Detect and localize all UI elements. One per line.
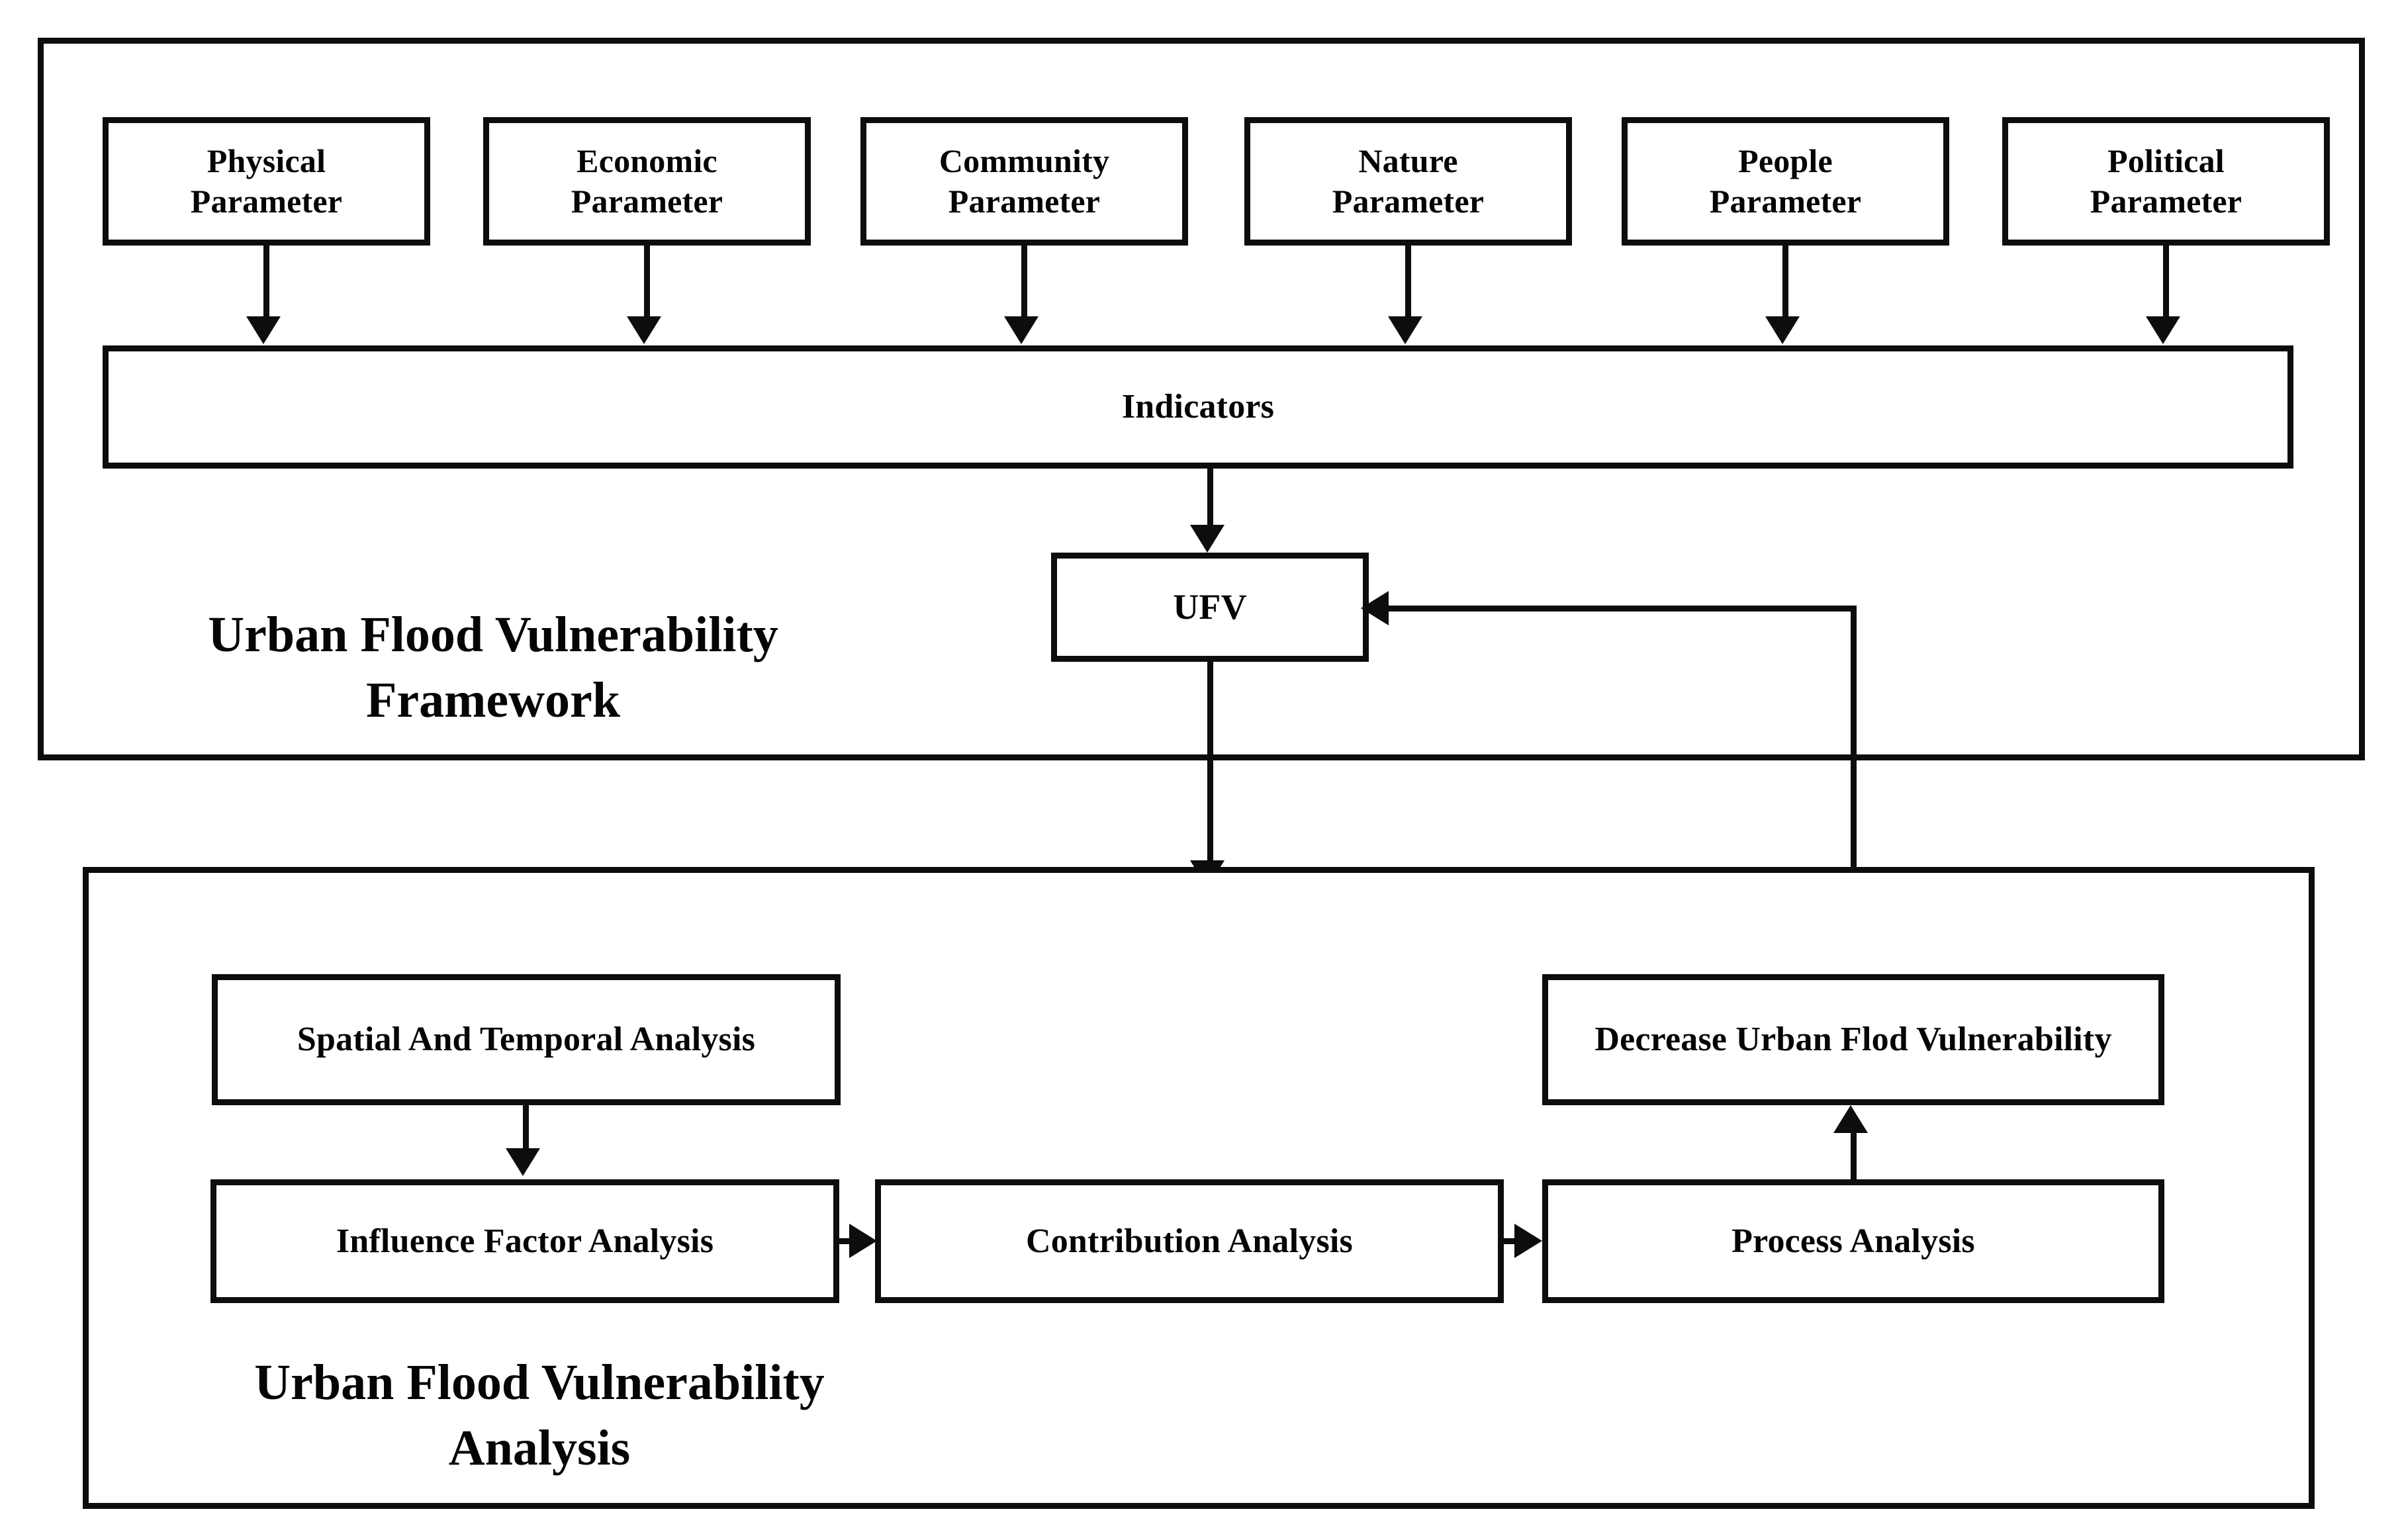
arrowhead-economic-to-indicators: [627, 316, 661, 344]
parameter-box-community[interactable]: Community Parameter: [860, 117, 1188, 246]
connector-nature-to-indicators: [1405, 246, 1411, 318]
connector-spatial-to-influence: [523, 1105, 529, 1150]
connector-feedback-horizontal: [1387, 606, 1857, 611]
parameter-label: Physical Parameter: [190, 142, 343, 220]
parameter-label: Community Parameter: [939, 142, 1110, 220]
arrowhead-influence-to-contribution: [849, 1224, 877, 1258]
arrowhead-contribution-to-process: [1514, 1224, 1542, 1258]
process-analysis-label: Process Analysis: [1731, 1222, 1975, 1260]
connector-process-to-decrease: [1851, 1133, 1857, 1179]
arrowhead-indicators-to-ufv: [1190, 525, 1224, 553]
connector-physical-to-indicators: [263, 246, 269, 318]
ufv-box[interactable]: UFV: [1051, 553, 1369, 662]
connector-political-to-indicators: [2163, 246, 2169, 318]
connector-indicators-to-ufv: [1207, 469, 1213, 527]
contribution-analysis-box[interactable]: Contribution Analysis: [875, 1179, 1504, 1303]
indicators-bar[interactable]: Indicators: [103, 345, 2293, 469]
connector-community-to-indicators: [1021, 246, 1027, 318]
connector-feedback-vertical: [1851, 606, 1857, 977]
arrowhead-nature-to-indicators: [1388, 316, 1422, 344]
connector-people-to-indicators: [1782, 246, 1788, 318]
arrowhead-physical-to-indicators: [246, 316, 281, 344]
arrowhead-people-to-indicators: [1765, 316, 1800, 344]
contribution-analysis-label: Contribution Analysis: [1025, 1222, 1353, 1260]
influence-factor-analysis-label: Influence Factor Analysis: [336, 1222, 714, 1260]
parameter-box-nature[interactable]: Nature Parameter: [1244, 117, 1572, 246]
influence-factor-analysis-box[interactable]: Influence Factor Analysis: [210, 1179, 839, 1303]
connector-influence-to-contribution: [839, 1238, 854, 1244]
spatial-temporal-analysis-label: Spatial And Temporal Analysis: [297, 1020, 756, 1059]
process-analysis-box[interactable]: Process Analysis: [1542, 1179, 2164, 1303]
arrowhead-process-to-decrease: [1833, 1105, 1868, 1133]
connector-economic-to-indicators: [644, 246, 650, 318]
decrease-vulnerability-box[interactable]: Decrease Urban Flod Vulnerability: [1542, 974, 2164, 1105]
parameter-label: People Parameter: [1709, 142, 1862, 220]
ufv-label: UFV: [1173, 586, 1247, 627]
analysis-caption: Urban Flood Vulnerability Analysis: [254, 1355, 825, 1476]
parameter-box-people[interactable]: People Parameter: [1622, 117, 1949, 246]
indicators-label: Indicators: [1121, 388, 1275, 426]
parameter-box-political[interactable]: Political Parameter: [2002, 117, 2330, 246]
arrowhead-feedback-to-ufv: [1361, 591, 1389, 625]
parameter-label: Economic Parameter: [571, 142, 723, 220]
connector-contribution-to-process: [1504, 1238, 1518, 1244]
parameter-box-physical[interactable]: Physical Parameter: [103, 117, 430, 246]
spatial-temporal-analysis-box[interactable]: Spatial And Temporal Analysis: [212, 974, 841, 1105]
parameter-label: Political Parameter: [2090, 142, 2242, 220]
parameter-label: Nature Parameter: [1332, 142, 1485, 220]
decrease-vulnerability-label: Decrease Urban Flod Vulnerability: [1594, 1020, 2112, 1059]
arrowhead-community-to-indicators: [1004, 316, 1038, 344]
parameter-box-economic[interactable]: Economic Parameter: [483, 117, 811, 246]
connector-ufv-to-analysis: [1207, 662, 1213, 872]
framework-caption: Urban Flood Vulnerability Framework: [208, 607, 778, 728]
arrowhead-political-to-indicators: [2146, 316, 2180, 344]
arrowhead-spatial-to-influence: [506, 1148, 540, 1176]
